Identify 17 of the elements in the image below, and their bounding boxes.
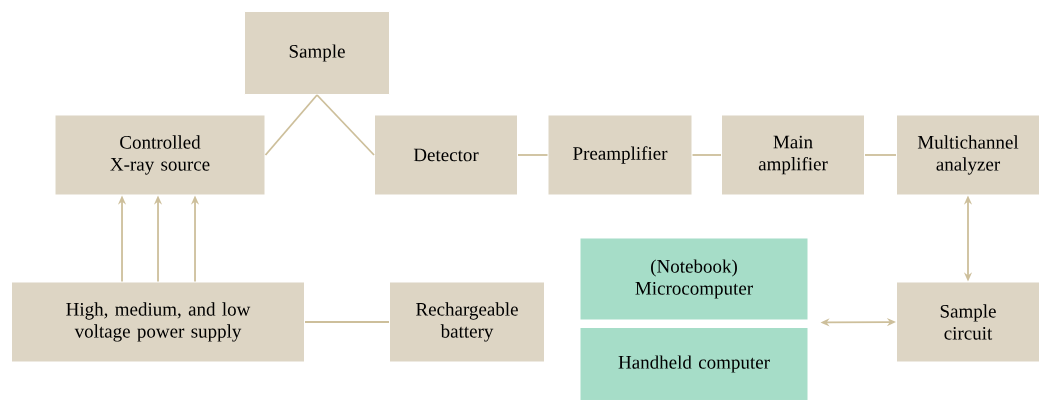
component-box: Preamplifier	[547, 114, 693, 196]
component-box: Detector	[374, 114, 518, 196]
connector-line	[517, 154, 549, 156]
component-box: Multichannel analyzer	[896, 114, 1040, 196]
component-box: Controlled X-ray source	[54, 114, 266, 196]
component-box: Sample circuit	[896, 281, 1040, 363]
connector-line	[691, 154, 722, 156]
connector-line	[316, 94, 375, 156]
computer-box: (Notebook) Microcomputer	[579, 237, 809, 321]
computer-box: Handheld computer	[579, 327, 809, 401]
connector-line	[264, 94, 318, 156]
component-box: Sample	[244, 11, 390, 95]
component-box: Rechargeable battery	[389, 281, 545, 363]
connector-line	[304, 321, 390, 323]
component-box: High, medium, and low voltage power supply	[11, 281, 305, 363]
component-box: Main amplifier	[721, 114, 865, 196]
connector-line	[864, 154, 897, 156]
